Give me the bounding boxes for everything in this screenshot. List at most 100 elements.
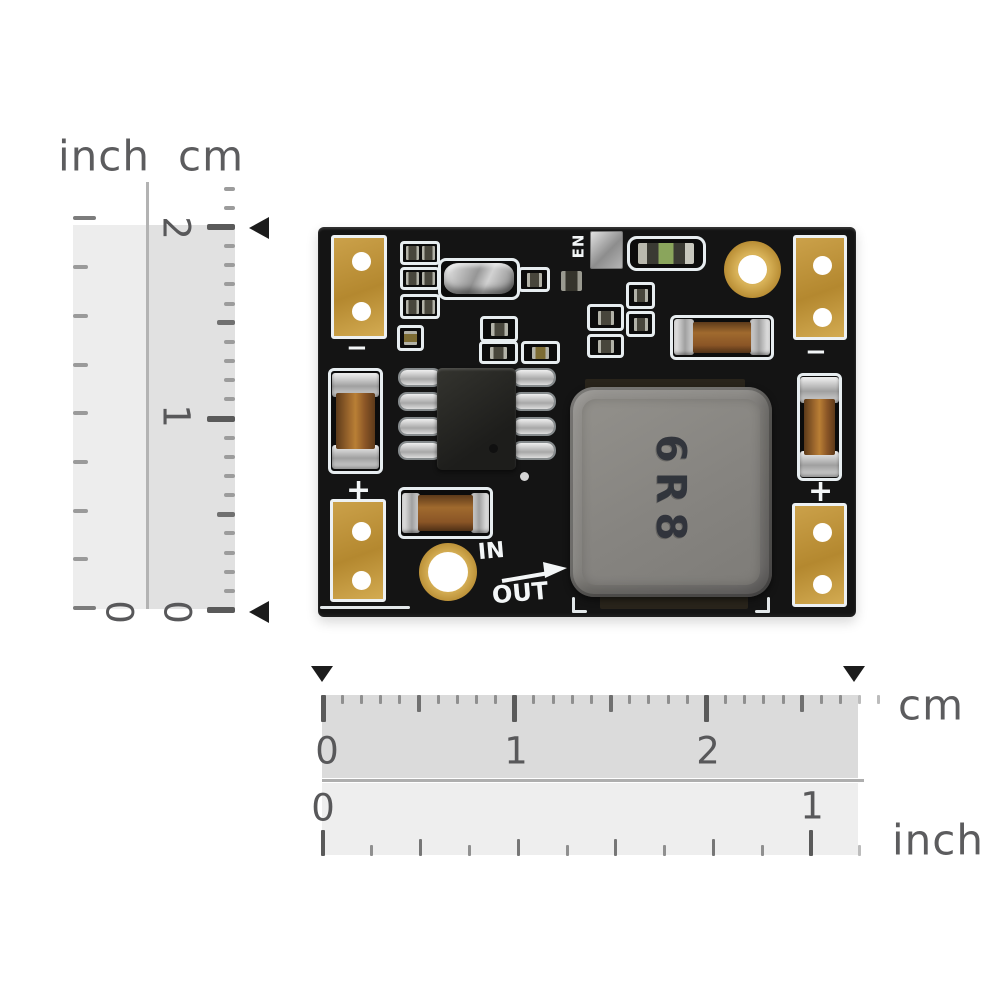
vruler-cm-tick (224, 359, 235, 364)
hruler-inch-tick (565, 845, 569, 856)
hruler-inch-tick (858, 845, 862, 856)
vruler-cm-tick (224, 282, 235, 287)
smd-component (587, 304, 624, 331)
hruler-cm-tick (359, 695, 363, 704)
hruler-inch-tick (467, 845, 471, 856)
hruler-cm-tick (570, 695, 574, 704)
vertical-ruler-cm-unit: cm (177, 131, 245, 181)
vertical-ruler-divider (146, 182, 149, 609)
ic-pin (514, 394, 554, 409)
hruler-cm-tick (819, 695, 823, 704)
vruler-cm-tick (224, 378, 235, 383)
ic-pin (400, 394, 440, 409)
hruler-cm-tick (628, 695, 632, 704)
inductor-silk-corner-left (572, 610, 587, 613)
vruler-cm-tick (224, 244, 235, 249)
hruler-cm-tick (474, 695, 478, 704)
edge-silk-line (320, 606, 410, 609)
output-silkscreen-label: OUT (490, 576, 550, 610)
vruler-inch-tick (73, 265, 88, 270)
pcb-width-marker-right (843, 666, 865, 682)
hruler-cm-tick (877, 695, 881, 704)
vruler-cm-tick (224, 263, 235, 268)
hruler-cm-tick (532, 695, 536, 704)
hruler-inch-tick (711, 839, 715, 856)
hruler-inch-tick (321, 830, 325, 856)
vruler-cm-tick (207, 224, 235, 230)
mounting-hole-bottom-left (419, 543, 477, 601)
hruler-cm-tick (647, 695, 651, 704)
hruler-cm-tick (379, 695, 382, 704)
vruler-cm-tick (224, 205, 235, 210)
hruler-inch-tick (614, 839, 618, 856)
vruler-cm-tick (224, 588, 235, 593)
hruler-cm-tick (551, 695, 555, 704)
hcm-label-1: 1 (504, 729, 528, 773)
hruler-inch-tick (663, 845, 667, 856)
pcb-board: − + − + EN (318, 227, 856, 617)
smd-component (626, 282, 655, 309)
inductor-top-face (582, 399, 760, 585)
horizontal-inch-band (322, 783, 858, 855)
pad-hole (352, 302, 371, 321)
pcb-height-marker-bottom (249, 601, 269, 623)
drill-hole (738, 255, 767, 284)
pad-hole (813, 523, 832, 542)
hruler-cm-tick (512, 695, 518, 722)
capacitor-bottom-body (418, 495, 473, 531)
flow-arrow (501, 562, 567, 583)
hruler-cm-tick (416, 695, 421, 712)
capacitor-right-body (804, 399, 835, 455)
ic-pin (514, 370, 554, 385)
hruler-cm-tick (455, 695, 459, 704)
polarity-minus-right: − (805, 337, 827, 367)
smd-chip (561, 271, 582, 291)
polarity-minus-left: − (346, 333, 368, 363)
hin-unit: inch (892, 815, 984, 865)
hruler-cm-tick (589, 695, 593, 704)
smd-component (479, 341, 518, 364)
horizontal-cm-band (322, 695, 858, 778)
smd-component (518, 267, 550, 292)
smd-component (400, 241, 440, 265)
capacitor-topright-body (693, 322, 751, 353)
hin-label-1: 1 (800, 784, 824, 828)
enable-silkscreen-label: EN (569, 233, 588, 259)
vertical-cm-label-2: 2 (154, 216, 198, 240)
vruler-cm-tick (224, 186, 235, 191)
solder-pad-top-right (793, 235, 847, 340)
hruler-cm-tick (781, 695, 785, 704)
hruler-cm-tick (839, 695, 843, 704)
pad-hole (813, 256, 832, 275)
vruler-inch-tick (73, 557, 88, 562)
capacitor-terminal (332, 445, 379, 469)
vruler-cm-tick (207, 607, 235, 613)
capacitor-terminal (750, 319, 770, 355)
vruler-cm-tick (207, 415, 235, 422)
vruler-inch-tick (73, 411, 88, 416)
led-outline (627, 236, 706, 271)
ic-pin (514, 419, 554, 434)
hruler-cm-tick (685, 695, 689, 704)
solder-pad-bottom-left (330, 499, 386, 602)
inductor-silk-corner-right (767, 597, 770, 613)
smd-component (397, 325, 424, 351)
smd-component (587, 334, 624, 358)
capacitor-terminal (800, 377, 839, 403)
hruler-inch-tick (760, 845, 764, 856)
hcm-unit: cm (897, 680, 965, 730)
smd-component (626, 311, 655, 337)
solder-blob (444, 263, 514, 294)
hruler-cm-tick (743, 695, 747, 704)
hruler-cm-tick (436, 695, 440, 704)
vruler-cm-tick (217, 511, 235, 517)
ic-pin (400, 443, 440, 458)
hruler-cm-tick (762, 695, 766, 704)
inductor-body: 6R8 (570, 387, 772, 597)
vruler-cm-tick (224, 435, 235, 440)
ic-pin (514, 443, 554, 458)
fiducial-dot (520, 472, 529, 481)
vertical-ruler-inch-band (73, 225, 148, 609)
hruler-inch-tick (809, 830, 813, 856)
vruler-cm-tick (224, 301, 235, 306)
